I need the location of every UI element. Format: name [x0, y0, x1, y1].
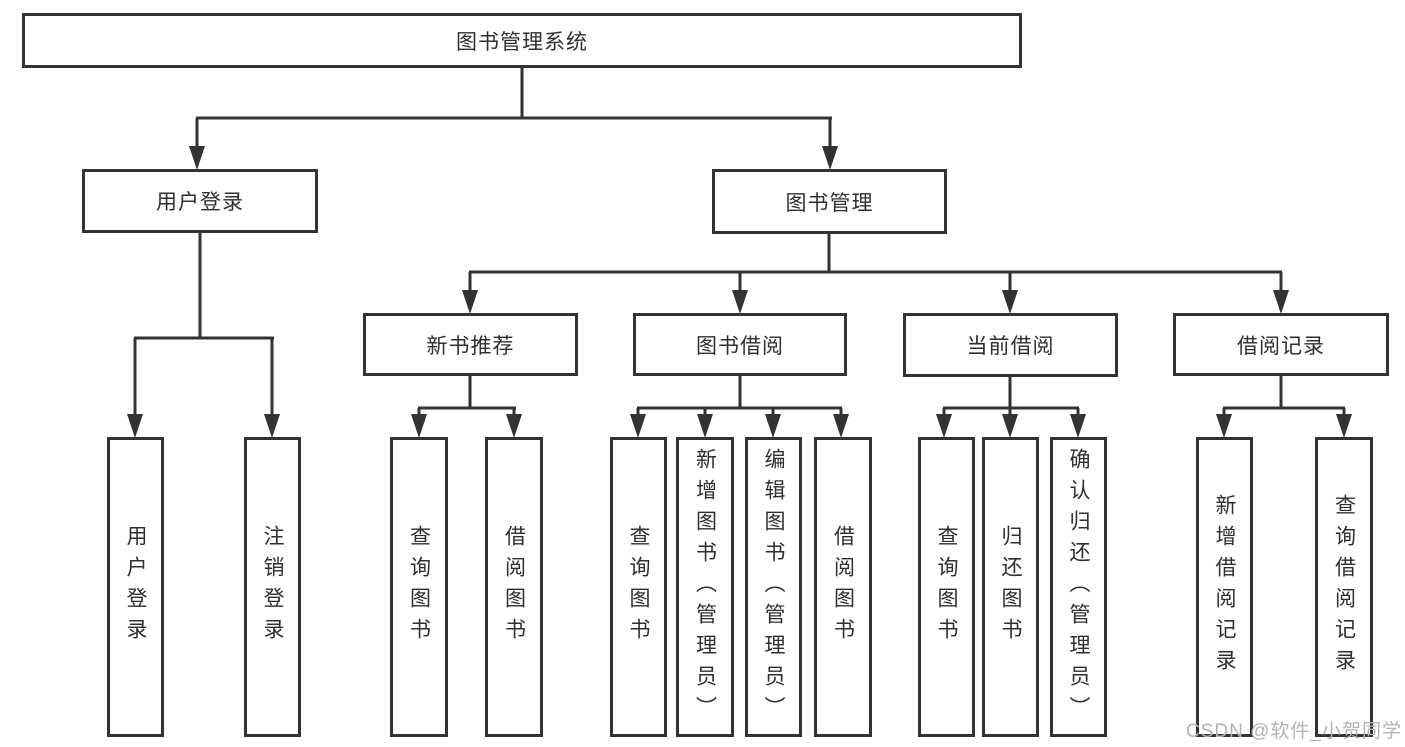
leaf-records-add-record: 新增借阅记录	[1196, 437, 1253, 737]
leaf-current-confirm-return-admin: 确认归还（管理员）	[1050, 437, 1107, 737]
node-new-book-recommend: 新书推荐	[363, 313, 578, 376]
node-root: 图书管理系统	[22, 13, 1022, 68]
node-book-management: 图书管理	[712, 169, 947, 234]
node-user-login: 用户登录	[82, 169, 318, 233]
leaf-borrow-borrow-books: 借阅图书	[814, 437, 872, 737]
node-current-borrow: 当前借阅	[903, 313, 1118, 377]
leaf-logout: 注销登录	[244, 437, 301, 737]
leaf-recommend-borrow-books: 借阅图书	[485, 437, 543, 737]
node-borrow-records: 借阅记录	[1173, 313, 1389, 376]
watermark: CSDN @软件_小贺同学	[1186, 721, 1402, 742]
leaf-borrow-edit-books-admin: 编辑图书（管理员）	[745, 437, 802, 737]
leaf-current-query-books: 查询图书	[918, 437, 975, 737]
leaf-borrow-add-books-admin: 新增图书（管理员）	[676, 437, 734, 737]
leaf-current-return-books: 归还图书	[982, 437, 1039, 737]
leaf-records-query-record: 查询借阅记录	[1315, 437, 1373, 737]
leaf-recommend-query-books: 查询图书	[390, 437, 448, 737]
leaf-borrow-query-books: 查询图书	[610, 437, 667, 737]
node-book-borrow: 图书借阅	[633, 313, 847, 376]
leaf-user-login: 用户登录	[107, 437, 164, 737]
